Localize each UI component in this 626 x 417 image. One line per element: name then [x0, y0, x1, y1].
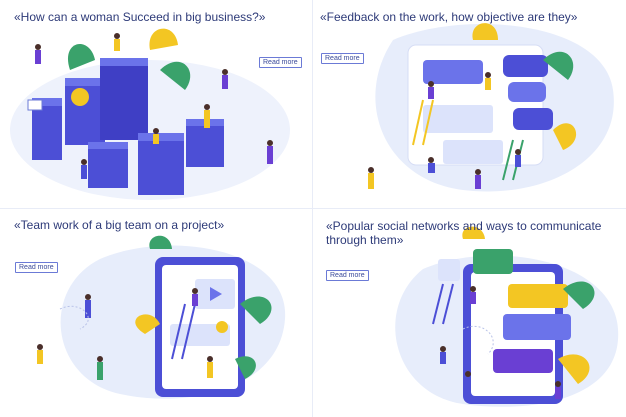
panel-title: «How can a woman Succeed in big business…: [14, 10, 266, 24]
panel-social-networks: «Popular social networks and ways to com…: [313, 209, 626, 417]
illustration-feedback: [368, 23, 614, 192]
illustration-social-networks: [395, 226, 619, 407]
panel-team-work: «Team work of a big team on a project» R…: [0, 209, 313, 417]
panel-title: «Feedback on the work, how objective are…: [320, 10, 578, 24]
panel-title: «Team work of a big team on a project»: [14, 218, 225, 232]
read-more-button[interactable]: Read more: [326, 270, 369, 281]
horizontal-divider: [0, 208, 626, 209]
panel-feedback: «Feedback on the work, how objective are…: [313, 0, 626, 208]
panel-woman-business: «How can a woman Succeed in big business…: [0, 0, 313, 208]
read-more-button[interactable]: Read more: [321, 53, 364, 64]
illustration-team-work: [37, 235, 286, 399]
panel-title: «Popular social networks and ways to com…: [326, 219, 602, 247]
read-more-button[interactable]: Read more: [259, 57, 302, 68]
illustration-women-business: [10, 28, 290, 200]
read-more-button[interactable]: Read more: [15, 262, 58, 273]
